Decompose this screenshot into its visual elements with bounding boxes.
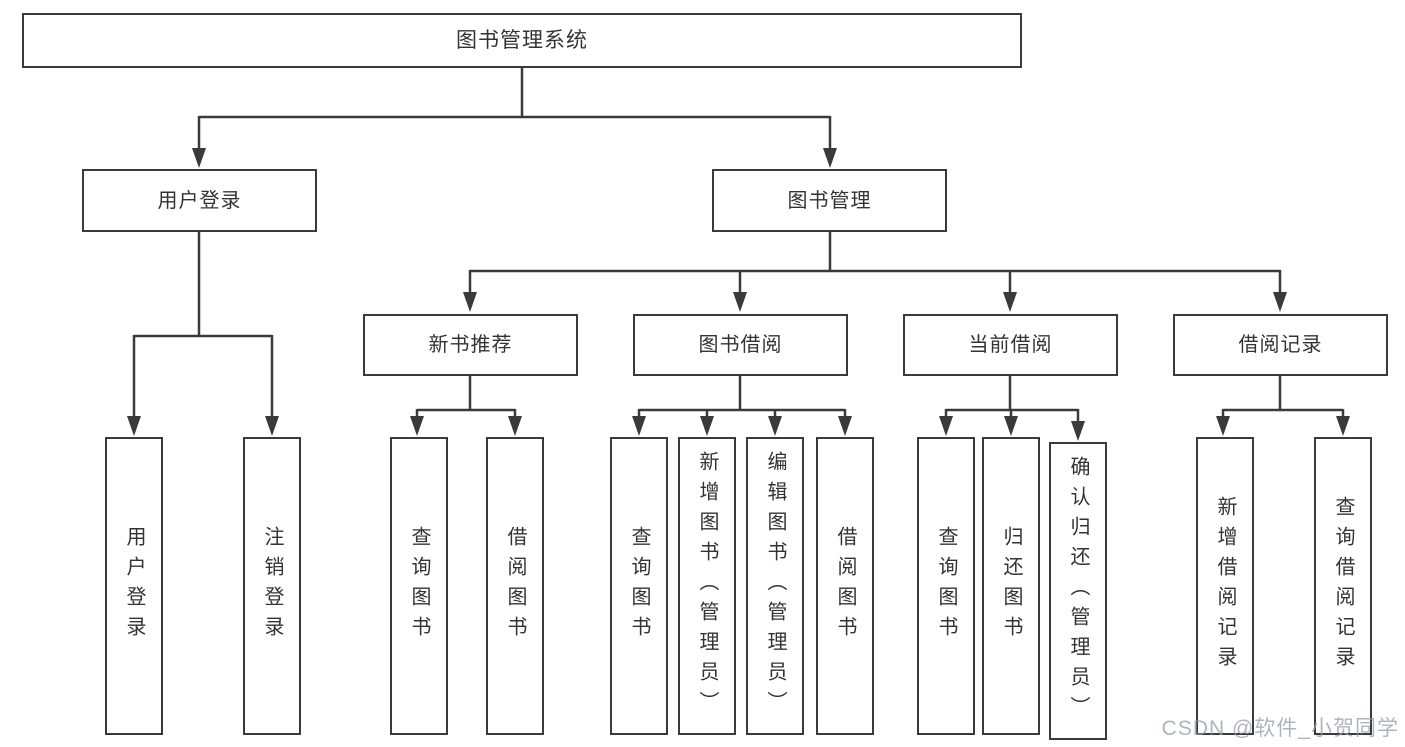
node-new-book-recommend: 新书推荐 — [363, 314, 578, 376]
node-user-login: 用户登录 — [82, 169, 317, 232]
leaf-query-books-2: 查询图书 — [610, 437, 668, 735]
leaf-query-borrow-record: 查询借阅记录 — [1314, 437, 1372, 735]
node-book-borrowing: 图书借阅 — [633, 314, 848, 376]
arrowheads — [127, 148, 1350, 441]
leaf-borrow-books-2: 借阅图书 — [816, 437, 874, 735]
leaf-query-books-3: 查询图书 — [917, 437, 975, 735]
node-library-management-system: 图书管理系统 — [22, 13, 1022, 68]
leaf-edit-books-admin: 编辑图书（管理员） — [746, 437, 804, 735]
leaf-return-books: 归还图书 — [982, 437, 1040, 735]
csdn-watermark: CSDN @软件_小贺同学 — [1161, 717, 1399, 740]
leaf-borrow-books-1: 借阅图书 — [486, 437, 544, 735]
node-borrowing-records: 借阅记录 — [1173, 314, 1388, 376]
leaf-logout: 注销登录 — [243, 437, 301, 735]
leaf-user-login: 用户登录 — [105, 437, 163, 735]
leaf-add-borrow-record: 新增借阅记录 — [1196, 437, 1254, 735]
leaf-confirm-return-admin: 确认归还（管理员） — [1049, 442, 1107, 740]
node-current-borrowing: 当前借阅 — [903, 314, 1118, 376]
node-book-management: 图书管理 — [712, 169, 947, 232]
leaf-query-books-1: 查询图书 — [390, 437, 448, 735]
leaf-add-books-admin: 新增图书（管理员） — [678, 437, 736, 735]
